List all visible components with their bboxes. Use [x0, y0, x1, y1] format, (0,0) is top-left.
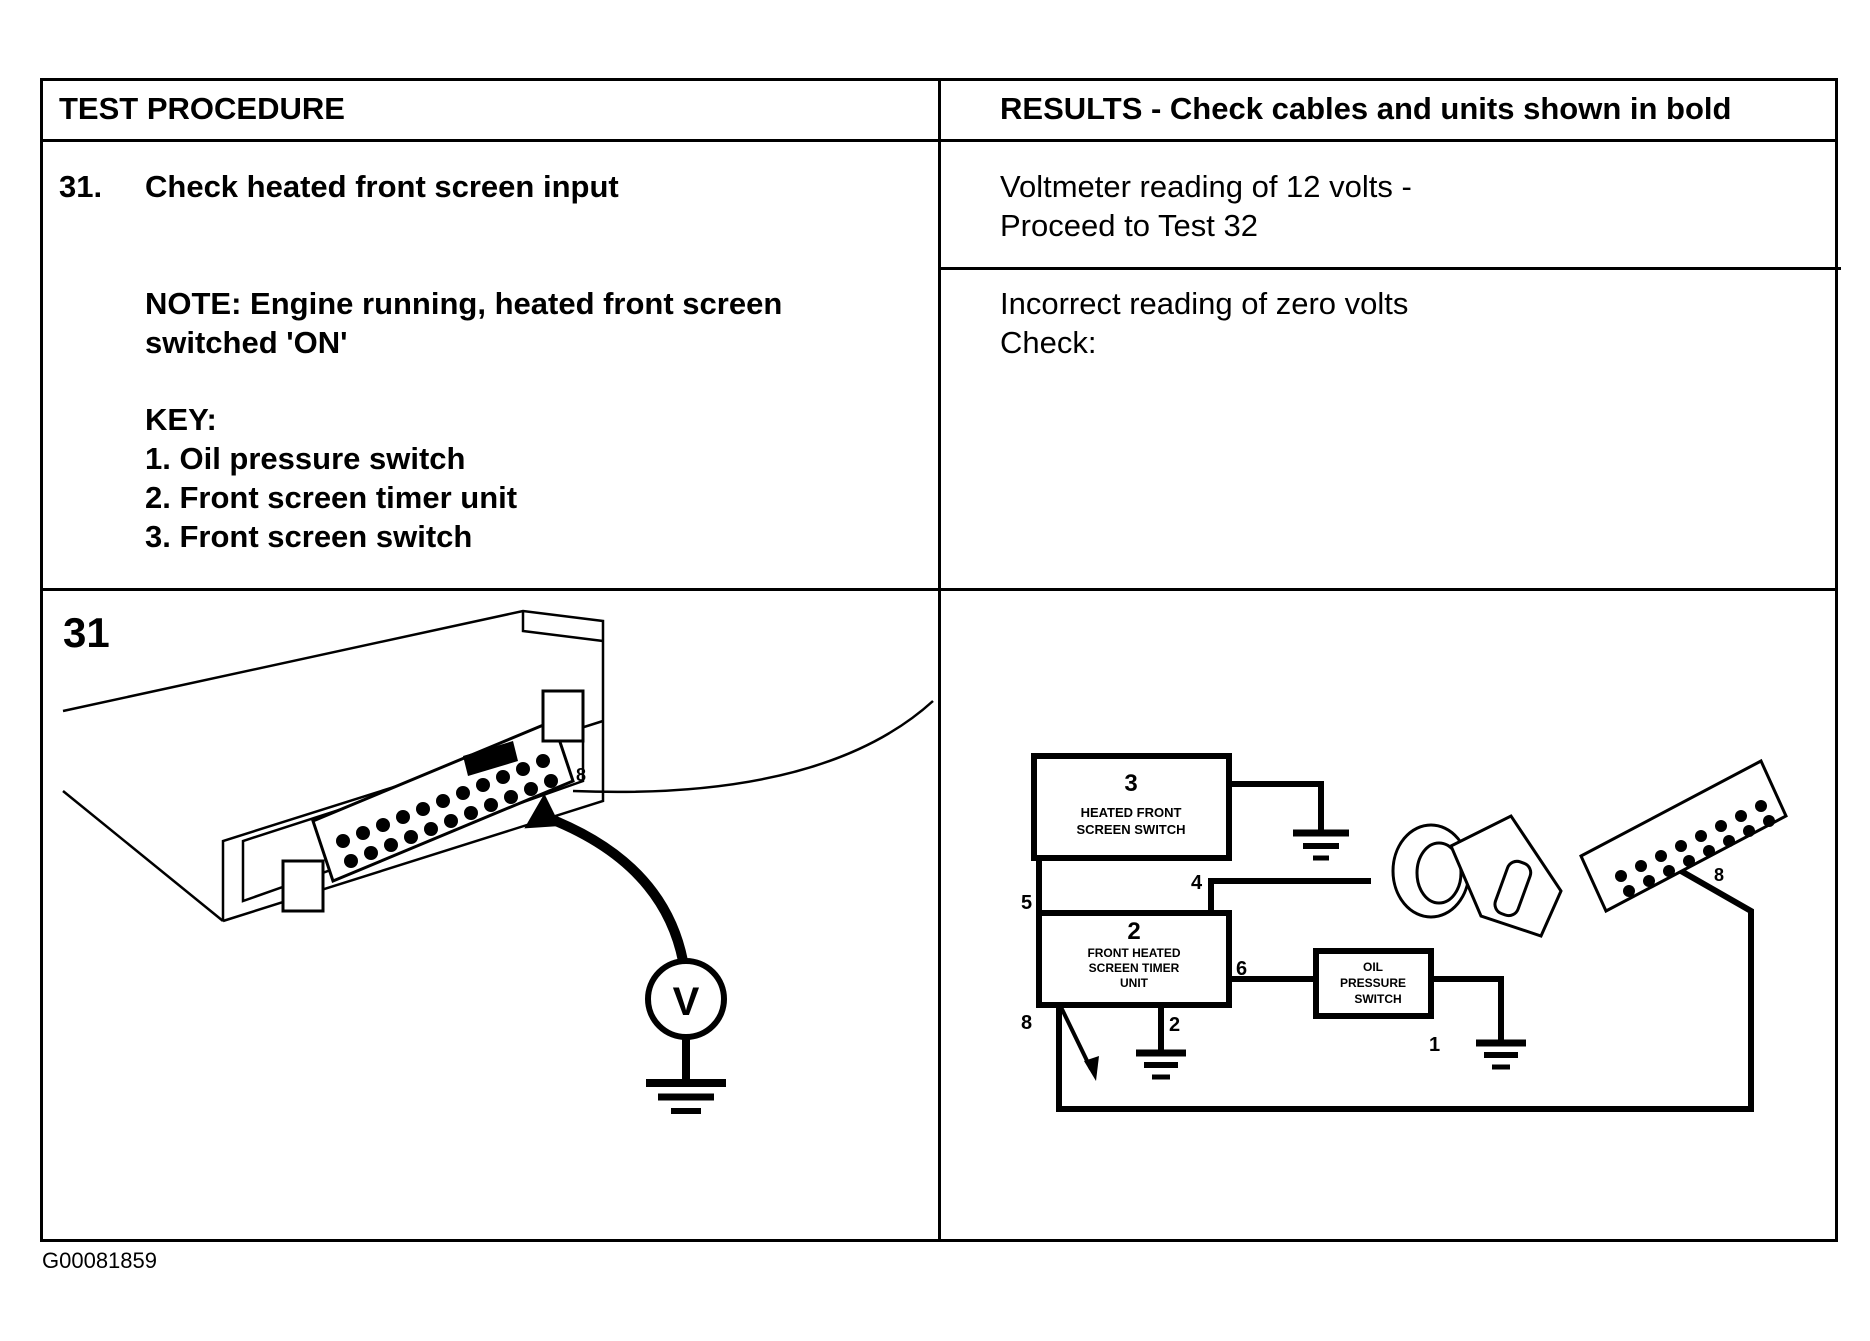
step-title: Check heated front screen input: [145, 169, 619, 204]
pin-5-label: 5: [1021, 892, 1032, 914]
svg-text:PRESSURE: PRESSURE: [1340, 976, 1406, 990]
arrow-icon: [524, 793, 561, 829]
svg-text:FRONT HEATED: FRONT HEATED: [1087, 946, 1180, 960]
key-item: 3. Front screen switch: [145, 519, 473, 554]
column-divider: [938, 81, 941, 1239]
wires: [1036, 781, 1754, 1112]
oil-pressure-switch-box: OIL PRESSURE SWITCH: [1313, 948, 1434, 1019]
connector-illustration: 8 V: [62, 609, 934, 1114]
ground-icon: [1136, 1049, 1186, 1080]
ground-icon: [646, 1037, 726, 1114]
key-item: 2. Front screen timer unit: [145, 480, 518, 515]
svg-text:2: 2: [1127, 918, 1140, 945]
result-ok-line-2: Proceed to Test 32: [1000, 208, 1258, 243]
connector-pin-8-label: 8: [1714, 865, 1724, 885]
step-number: 31.: [59, 169, 103, 204]
key-item: 1. Oil pressure switch: [145, 441, 466, 476]
arrow-icon: [1057, 1002, 1093, 1070]
header-results: RESULTS - Check cables and units shown i…: [1000, 91, 1732, 126]
timer-unit-box: 2 FRONT HEATED SCREEN TIMER UNIT: [1036, 910, 1232, 1008]
figure-divider: [43, 588, 1835, 591]
figure-id: G00081859: [42, 1248, 157, 1273]
header-divider: [43, 139, 1835, 142]
note-line-1: NOTE: Engine running, heated front scree…: [145, 286, 783, 321]
ground-icon: [1293, 829, 1349, 861]
pin-2-label: 2: [1169, 1014, 1180, 1036]
probe-lead: [572, 700, 934, 794]
result-ok-line-1: Voltmeter reading of 12 volts -: [1000, 169, 1412, 204]
pin-8-label: 8: [576, 765, 586, 785]
ground-icon: [1476, 1039, 1526, 1070]
svg-text:OIL: OIL: [1363, 960, 1383, 974]
arrowhead-icon: [1084, 1056, 1099, 1081]
svg-text:UNIT: UNIT: [1120, 976, 1149, 990]
svg-text:3: 3: [1124, 770, 1137, 797]
svg-text:HEATED FRONT: HEATED FRONT: [1081, 805, 1182, 820]
pin-6-label: 6: [1236, 958, 1247, 980]
meter-lead: [541, 811, 688, 962]
connector-plug-icon: [1579, 758, 1788, 914]
pin-4-label: 4: [1191, 872, 1203, 894]
pin-1-label: 1: [1429, 1034, 1440, 1056]
result-fail-line-2: Check:: [1000, 325, 1097, 360]
wiring-diagram: 3 HEATED FRONT SCREEN SWITCH: [1021, 753, 1788, 1112]
key-title: KEY:: [145, 402, 217, 437]
header-test-procedure: TEST PROCEDURE: [59, 91, 345, 126]
result-fail-line-1: Incorrect reading of zero volts: [1000, 286, 1409, 321]
note-line-2: switched 'ON': [145, 325, 348, 360]
multiplug-connector: [281, 689, 585, 913]
svg-text:SCREEN SWITCH: SCREEN SWITCH: [1076, 822, 1185, 837]
results-divider: [941, 267, 1841, 270]
heated-front-screen-switch-box: 3 HEATED FRONT SCREEN SWITCH: [1031, 753, 1232, 861]
svg-text:SCREEN TIMER: SCREEN TIMER: [1089, 961, 1180, 975]
voltmeter-symbol: V: [673, 980, 700, 1024]
pin-8-label: 8: [1021, 1012, 1032, 1034]
test-procedure-table: TEST PROCEDURE RESULTS - Check cables an…: [40, 78, 1841, 1242]
figure-number: 31: [63, 609, 110, 656]
ignition-key-icon: [1391, 814, 1563, 938]
svg-text:SWITCH: SWITCH: [1354, 992, 1401, 1006]
